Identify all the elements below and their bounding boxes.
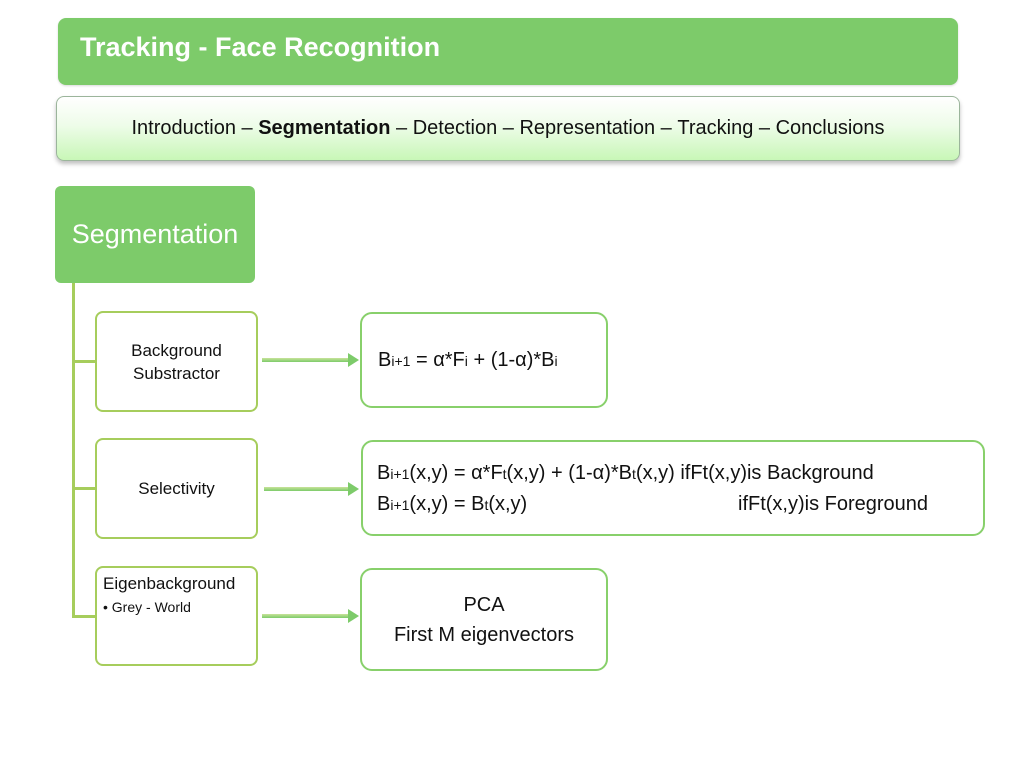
nav-conclusions: Conclusions [775, 117, 885, 139]
nav-separator: – [235, 117, 259, 139]
nav-tracking: Tracking [677, 117, 754, 139]
tree-trunk-line [72, 283, 75, 618]
segmentation-root-label: Segmentation [71, 219, 239, 249]
nav-separator: – [390, 117, 413, 139]
eigenvectors-label: First M eigenvectors [393, 623, 575, 646]
segmentation-root-node: Segmentation [55, 186, 255, 283]
selectivity-formula-background: Bi+1(x,y) = α*Ft(x,y) + (1-α)*Bt(x,y) if… [377, 462, 874, 484]
background-substractor-node: Background Substractor [95, 311, 258, 412]
arrow-selectivity [264, 487, 350, 491]
arrow-eigen [262, 614, 350, 618]
branch-line-selectivity [72, 487, 96, 490]
selectivity-label: Selectivity [138, 479, 215, 498]
selectivity-node: Selectivity [95, 438, 258, 539]
nav-separator: – [497, 117, 520, 139]
selectivity-formula-foreground: Bi+1(x,y) = Bt(x,y)ifFt(x,y)is Foregroun… [377, 493, 929, 515]
branch-line-background [72, 360, 96, 363]
background-substractor-label-line2: Substractor [133, 363, 220, 383]
nav-introduction: Introduction [131, 117, 236, 139]
arrow-head-icon [348, 482, 359, 496]
pca-label: PCA [463, 593, 505, 616]
background-formula-box: Bi+1 = α*Fi + (1-α)*Bi [360, 312, 608, 408]
nav-segmentation-current: Segmentation [258, 117, 391, 139]
title-bar: Tracking - Face Recognition [58, 18, 958, 85]
background-update-formula: Bi+1 = α*Fi + (1-α)*Bi [378, 348, 558, 371]
arrow-background [262, 358, 350, 362]
nav-separator: – [753, 117, 776, 139]
section-breadcrumb: Introduction – Segmentation – Detection … [56, 96, 960, 161]
background-substractor-label-line1: Background [131, 340, 222, 360]
grey-world-bullet: • Grey - World [103, 599, 191, 615]
eigenbackground-node: Eigenbackground • Grey - World [95, 566, 258, 666]
branch-line-eigen [72, 615, 96, 618]
arrow-head-icon [348, 353, 359, 367]
arrow-head-icon [348, 609, 359, 623]
pca-box: PCA First M eigenvectors [360, 568, 608, 671]
nav-separator: – [655, 117, 678, 139]
selectivity-formula-box: Bi+1(x,y) = α*Ft(x,y) + (1-α)*Bt(x,y) if… [361, 440, 985, 536]
nav-representation: Representation [519, 117, 656, 139]
nav-detection: Detection [412, 117, 498, 139]
slide-title: Tracking - Face Recognition [80, 32, 441, 62]
eigenbackground-label: Eigenbackground [103, 574, 236, 593]
